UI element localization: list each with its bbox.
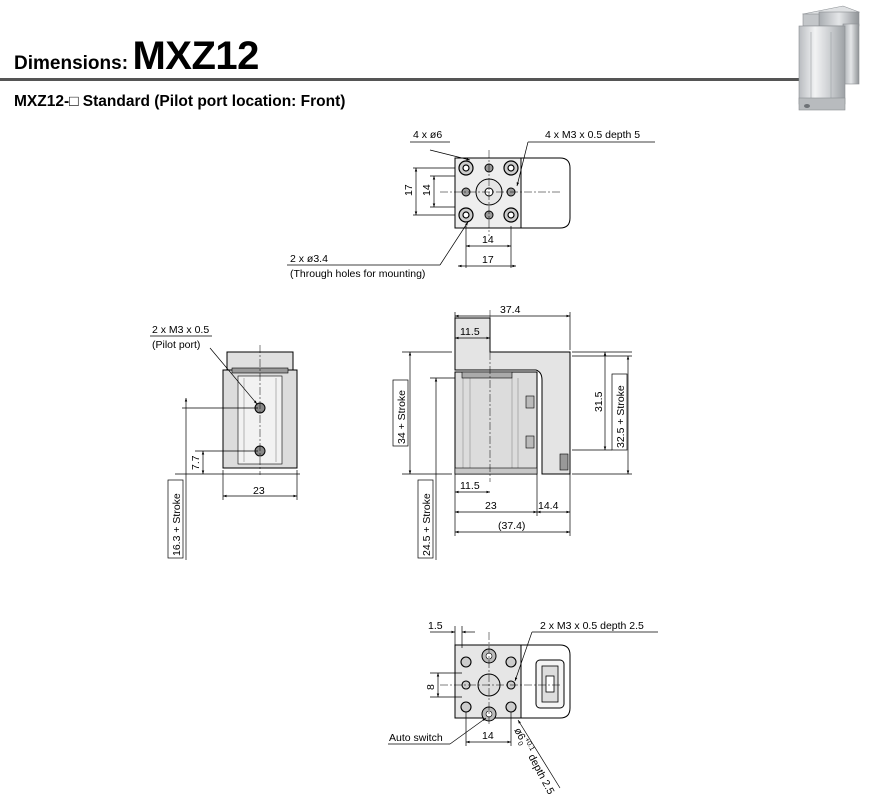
top-mount-holes — [458, 160, 519, 223]
front-dim-374: 37.4 — [500, 304, 521, 316]
top-thru-note: (Through holes for mounting) — [290, 268, 425, 280]
top-view: 4 x ø6 4 x M3 x 0.5 depth 5 2 x ø3.4 (Th… — [287, 129, 655, 280]
title-rule — [0, 78, 800, 81]
product-image — [798, 5, 861, 111]
front-dim-115-bot: 11.5 — [460, 480, 480, 492]
left-pilot-label: 2 x M3 x 0.5 — [152, 324, 209, 336]
front-dim-315: 31.5 — [593, 391, 605, 412]
bottom-switch-label: Auto switch — [389, 732, 443, 744]
front-dim-115-top: 11.5 — [460, 326, 480, 338]
front-view: 37.4 11.5 34 + Stroke 31.5 32.5 + Stroke… — [392, 304, 632, 560]
front-dim-23: 23 — [485, 500, 497, 512]
bottom-dim-15: 1.5 — [428, 620, 443, 632]
left-view: 2 x M3 x 0.5 (Pilot port) 7.7 23 16.3 + … — [150, 324, 300, 560]
front-dim-245: 24.5 + Stroke — [421, 493, 433, 556]
title-prefix: Dimensions: — [14, 53, 129, 74]
title-model: MXZ12 — [132, 34, 259, 78]
bottom-dim-14: 14 — [482, 730, 494, 742]
top-dim-17h: 17 — [482, 254, 494, 266]
bottom-dim-8: 8 — [425, 684, 437, 690]
bottom-bore-label: ø6 — [511, 726, 527, 743]
top-holes-label: 4 x ø6 — [413, 129, 442, 141]
bottom-view: 1.5 2 x M3 x 0.5 depth 2.5 8 Auto switch… — [388, 620, 658, 797]
page-title: Dimensions: MXZ12 — [14, 34, 259, 79]
top-tapped-label: 4 x M3 x 0.5 depth 5 — [545, 129, 640, 141]
front-dim-374-ref: (37.4) — [498, 520, 525, 532]
top-dim-14v: 14 — [421, 184, 433, 196]
bottom-bore-tol-up: +0.1 — [523, 737, 536, 753]
front-dim-34: 34 + Stroke — [396, 390, 408, 444]
top-thru-label: 2 x ø3.4 — [290, 253, 328, 265]
front-dim-144: 14.4 — [538, 500, 559, 512]
bottom-bore-tol-low: 0 — [516, 741, 524, 748]
left-dim-77: 7.7 — [190, 455, 202, 470]
top-dim-14h: 14 — [482, 234, 494, 246]
section-subtitle: MXZ12-□ Standard (Pilot port location: F… — [14, 93, 346, 110]
left-dim-23: 23 — [253, 485, 265, 497]
front-dim-325: 32.5 + Stroke — [615, 385, 627, 448]
bottom-tapped-label: 2 x M3 x 0.5 depth 2.5 — [540, 620, 644, 632]
top-dim-17v: 17 — [403, 184, 415, 196]
page-header: Dimensions: MXZ12 MXZ12-□ Standard (Pilo… — [0, 0, 882, 120]
left-dim-163: 16.3 + Stroke — [171, 493, 183, 556]
left-pilot-note: (Pilot port) — [152, 339, 200, 351]
